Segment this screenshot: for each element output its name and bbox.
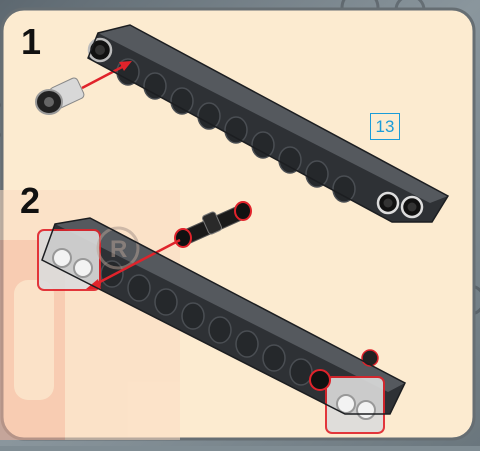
part-count-callout: 13 — [370, 113, 400, 140]
svg-text:R: R — [110, 236, 127, 263]
step-number-2: 2 — [20, 183, 40, 219]
step-number-1: 1 — [21, 24, 41, 60]
